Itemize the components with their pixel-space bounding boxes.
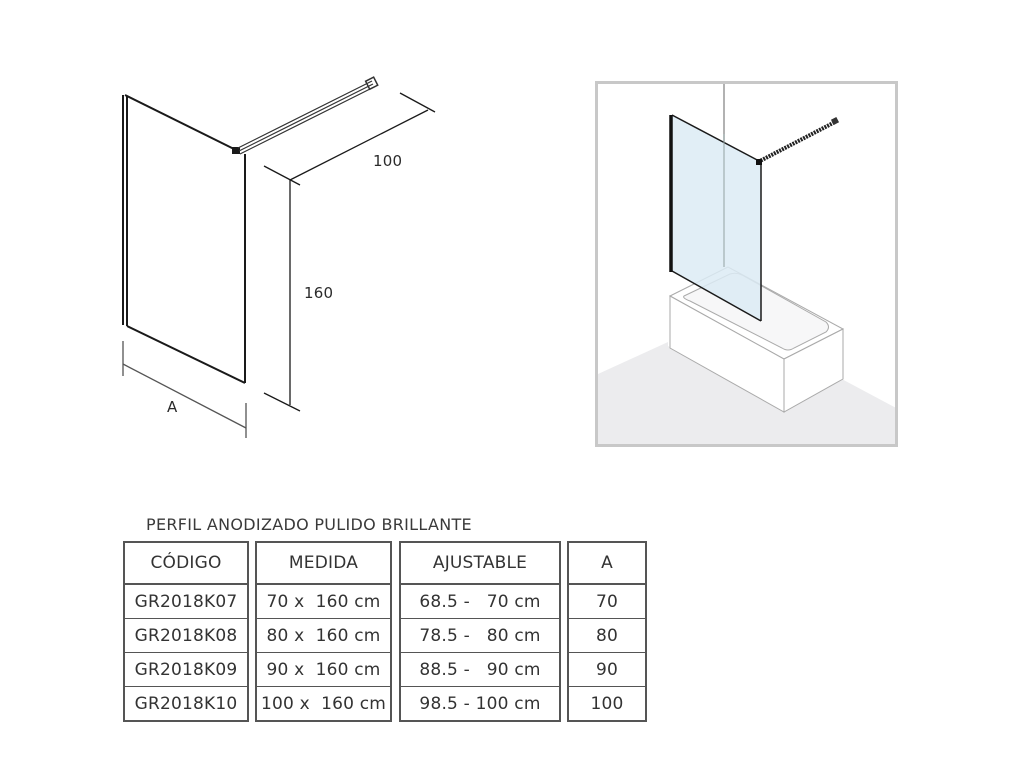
column-ajustable: AJUSTABLE 68.5 - 70 cm 78.5 - 80 cm 88.5… (399, 541, 561, 722)
cell-medida: 70 x 160 cm (257, 585, 390, 619)
dimension-width-label: A (167, 398, 178, 416)
cell-ajustable: 78.5 - 80 cm (401, 619, 559, 653)
cell-medida: 100 x 160 cm (260, 693, 387, 714)
cell-ajustable: 68.5 - 70 cm (401, 585, 559, 619)
installation-illustration (595, 81, 898, 447)
dimension-depth-label: 100 (373, 152, 403, 170)
cell-ajustable: 88.5 - 90 cm (401, 653, 559, 687)
cell-a: 70 (569, 585, 645, 619)
cell-codigo: GR2018K10 (134, 693, 238, 714)
cell-a: 100 (590, 693, 624, 714)
dimension-height-label: 160 (304, 284, 334, 302)
bathtub-screen-illustration-icon (598, 84, 895, 444)
technical-drawing: 100 160 A (0, 0, 520, 460)
cell-codigo: GR2018K08 (125, 619, 247, 653)
cell-medida: 90 x 160 cm (257, 653, 390, 687)
header-ajustable: AJUSTABLE (401, 543, 559, 585)
cell-codigo: GR2018K09 (125, 653, 247, 687)
cell-medida: 80 x 160 cm (257, 619, 390, 653)
column-medida: MEDIDA 70 x 160 cm 80 x 160 cm 90 x 160 … (255, 541, 392, 722)
header-a: A (569, 543, 645, 585)
table-caption: PERFIL ANODIZADO PULIDO BRILLANTE (146, 515, 472, 534)
cell-a: 90 (569, 653, 645, 687)
cell-a: 80 (569, 619, 645, 653)
cell-codigo: GR2018K07 (125, 585, 247, 619)
column-codigo: CÓDIGO GR2018K07 GR2018K08 GR2018K09 GR2… (123, 541, 249, 722)
column-a: A 70 80 90 100 (567, 541, 647, 722)
header-codigo: CÓDIGO (125, 543, 247, 585)
panel-dimension-drawing-icon (122, 76, 436, 438)
header-medida: MEDIDA (257, 543, 390, 585)
cell-ajustable: 98.5 - 100 cm (419, 693, 541, 714)
